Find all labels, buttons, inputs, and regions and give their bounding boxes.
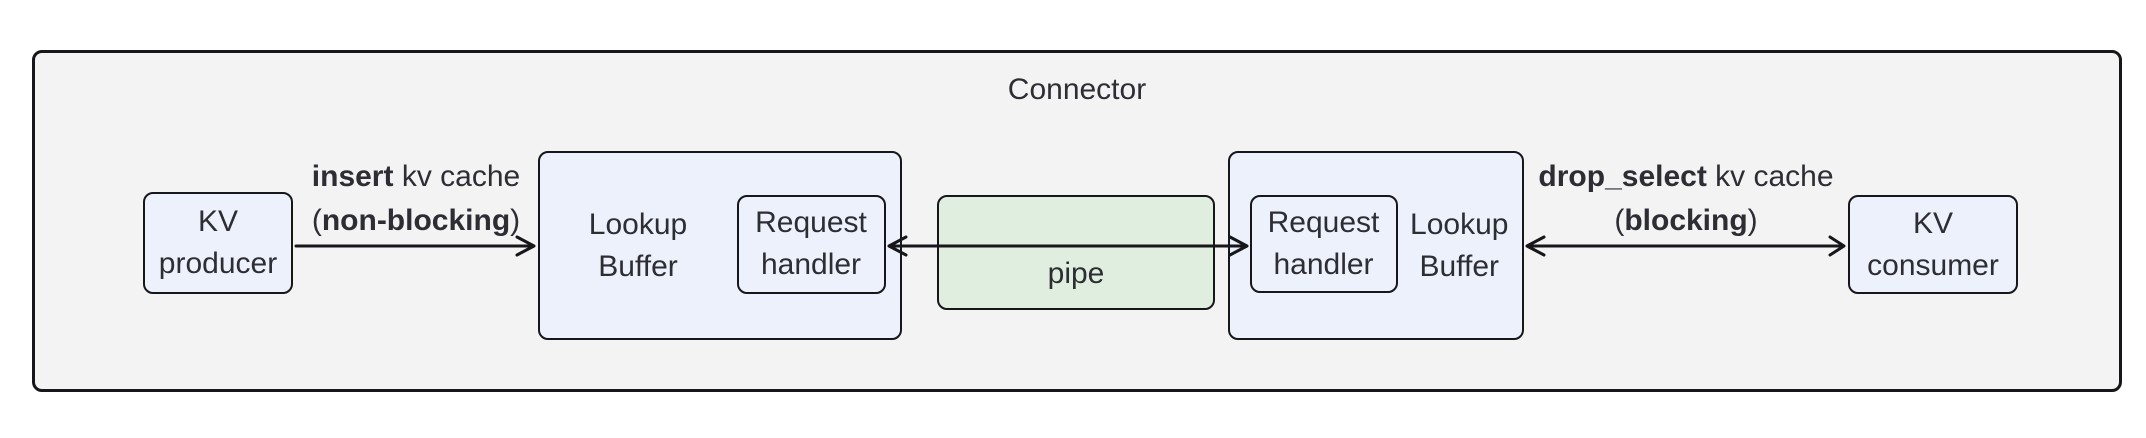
request-handler-right-label: Request handler [1267,205,1380,281]
kv-consumer-label: KV consumer [1867,206,1999,282]
insert-edge-label-line1: insert kv cache [240,155,592,199]
insert-keyword: insert [311,160,394,193]
insert-paren-close: ) [510,204,521,237]
lookup-buffer-left-label: Lookup Buffer [588,207,688,283]
insert-blocking-mode: non-blocking [321,204,511,237]
lookup-buffer-left-node: Lookup Buffer Request handler [538,151,902,340]
drop-select-rest: kv cache [1706,160,1834,193]
kv-consumer-node: KV consumer [1848,195,2018,294]
drop-select-keyword: drop_select [1538,160,1707,193]
drop-select-paren-open: ( [1614,204,1625,237]
request-handler-right-node: Request handler [1249,194,1398,293]
insert-edge-label: insert kv cache (non-blocking) [240,155,592,243]
drop-select-paren-close: ) [1747,204,1758,237]
request-handler-left-label: Request handler [755,206,867,281]
pipe-label: pipe [1047,257,1105,290]
lookup-buffer-right-label-area: Lookup Buffer [1398,153,1522,338]
lookup-buffer-left-label-area: Lookup Buffer [540,153,736,338]
insert-rest: kv cache [393,160,521,193]
drop-select-edge-label: drop_select kv cache (blocking) [1510,155,1862,243]
request-handler-left-node: Request handler [736,194,886,294]
kv-producer-node: KV producer [143,192,293,294]
drop-select-edge-label-line2: (blocking) [1510,199,1862,243]
connector-title: Connector [1007,73,1147,106]
lookup-buffer-right-label: Lookup Buffer [1410,207,1509,283]
insert-paren-open: ( [311,204,322,237]
insert-edge-label-line2: (non-blocking) [240,199,592,243]
drop-select-blocking-mode: blocking [1624,204,1748,237]
pipe-node: pipe [937,195,1215,310]
lookup-buffer-right-node: Request handler Lookup Buffer [1228,151,1524,340]
drop-select-edge-label-line1: drop_select kv cache [1510,155,1862,199]
kv-producer-label: KV producer [158,205,278,280]
